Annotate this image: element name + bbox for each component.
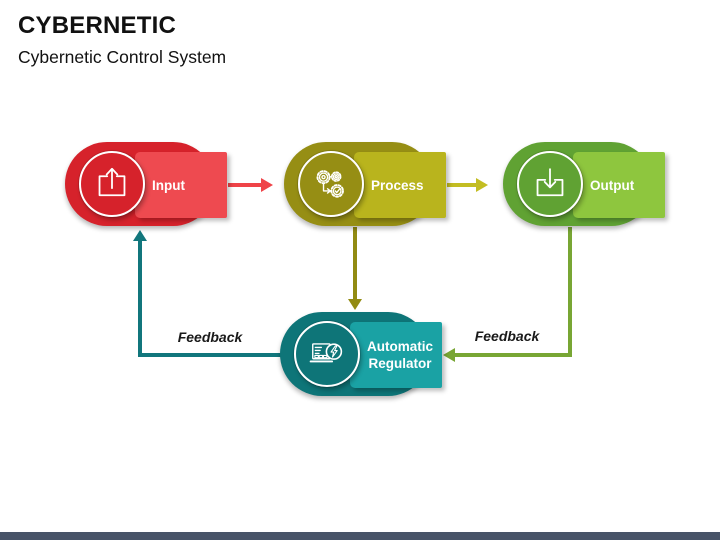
- node-output-label: Output: [590, 177, 635, 193]
- arrow-process-to-output-head: [476, 178, 488, 192]
- node-regulator-panel: [350, 322, 442, 388]
- node-input-icon-badge: [79, 151, 145, 217]
- node-process-label: Process: [371, 177, 424, 193]
- feedback-label-right: Feedback: [474, 328, 540, 344]
- arrow-process-to-regulator-line: [353, 227, 357, 299]
- arrow-input-to-process-line: [228, 183, 261, 187]
- arrow-process-to-regulator-head: [348, 299, 362, 310]
- node-regulator-label-line1: Automatic: [366, 339, 433, 354]
- node-input-label: Input: [152, 177, 185, 193]
- node-process-panel: [354, 152, 446, 218]
- slide-title: CYBERNETIC: [18, 12, 177, 39]
- node-input: Input: [65, 142, 227, 226]
- node-output: Output: [503, 142, 665, 226]
- node-output-icon-badge: [517, 151, 583, 217]
- slide-subtitle: Cybernetic Control System: [18, 47, 227, 67]
- gears-icon: [312, 165, 350, 203]
- automation-monitor-icon: [308, 335, 346, 373]
- arrow-input-to-process-head: [261, 178, 273, 192]
- feedback-label-left: Feedback: [177, 329, 243, 345]
- node-process-icon-badge: [298, 151, 364, 217]
- arrow-process-to-output-line: [447, 183, 476, 187]
- arrow-regulator-to-input-head: [133, 230, 147, 241]
- arrow-regulator-to-input-hline: [140, 353, 282, 357]
- download-icon: [531, 165, 569, 203]
- node-process: Process: [284, 142, 446, 226]
- node-input-panel: [135, 152, 227, 218]
- arrow-output-to-regulator-vline: [568, 227, 572, 357]
- footer-accent-bar: [0, 532, 720, 540]
- arrow-output-to-regulator-hline: [455, 353, 572, 357]
- node-regulator-icon-badge: [294, 321, 360, 387]
- upload-icon: [93, 165, 131, 203]
- node-regulator-label-line2: Regulator: [368, 356, 432, 371]
- node-regulator-label: Automatic Regulator: [360, 322, 440, 388]
- node-automatic-regulator: Automatic Regulator: [280, 312, 442, 396]
- node-output-panel: [573, 152, 665, 218]
- arrow-regulator-to-input-vline: [138, 241, 142, 357]
- arrow-output-to-regulator-head: [443, 348, 455, 362]
